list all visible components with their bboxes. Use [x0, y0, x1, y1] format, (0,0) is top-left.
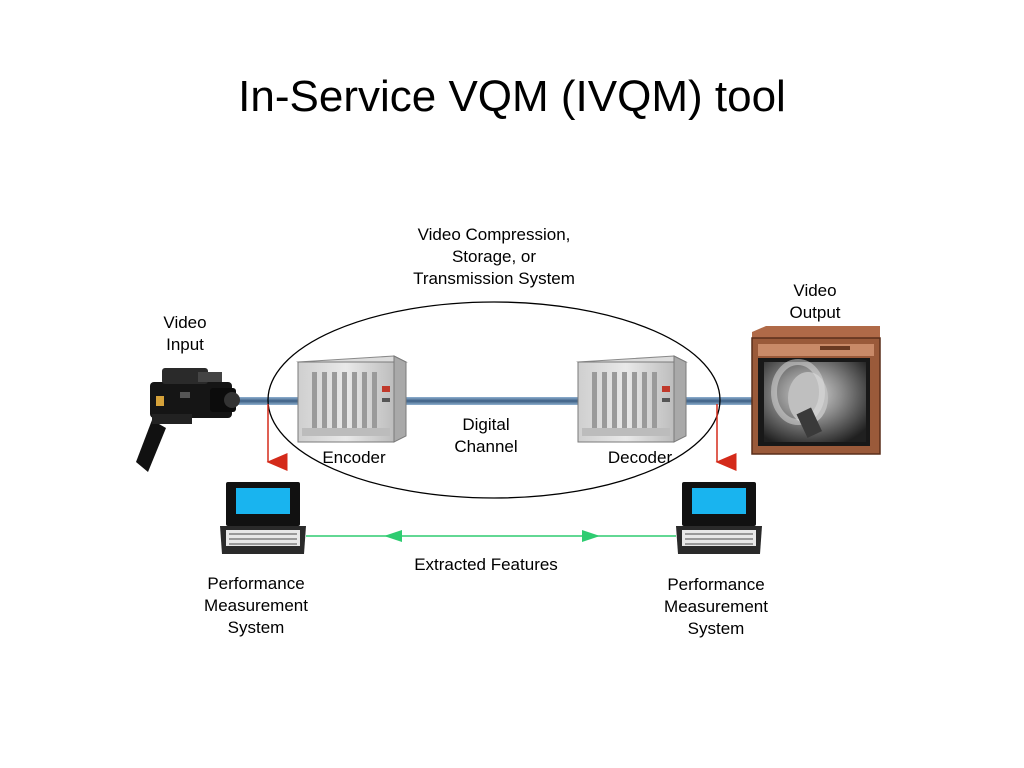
video-camera-icon [136, 368, 240, 472]
laptop-computer-icon [676, 482, 762, 554]
pms-right-label: Performance Measurement System [664, 575, 768, 638]
video-output-label: Video Output [789, 281, 841, 322]
slide-title: In-Service VQM (IVQM) tool [238, 72, 786, 121]
system-label: Video Compression, Storage, or Transmiss… [413, 225, 575, 288]
signal-line [228, 397, 756, 405]
pms-left-label: Performance Measurement System [204, 574, 308, 637]
decoder-label: Decoder [607, 448, 673, 467]
equipment-rack-icon [296, 355, 408, 443]
equipment-rack-icon [576, 355, 688, 443]
features-arrow-left [384, 530, 402, 542]
laptop-computer-icon [220, 482, 306, 554]
features-arrow-right [582, 530, 600, 542]
transmission-system-ellipse [267, 301, 721, 499]
encoder-label: Encoder [322, 448, 386, 467]
channel-label: Digital Channel [454, 415, 518, 456]
extracted-features-label: Extracted Features [414, 555, 558, 574]
television-monitor-icon [751, 326, 881, 455]
video-input-label: Video Input [163, 313, 207, 354]
